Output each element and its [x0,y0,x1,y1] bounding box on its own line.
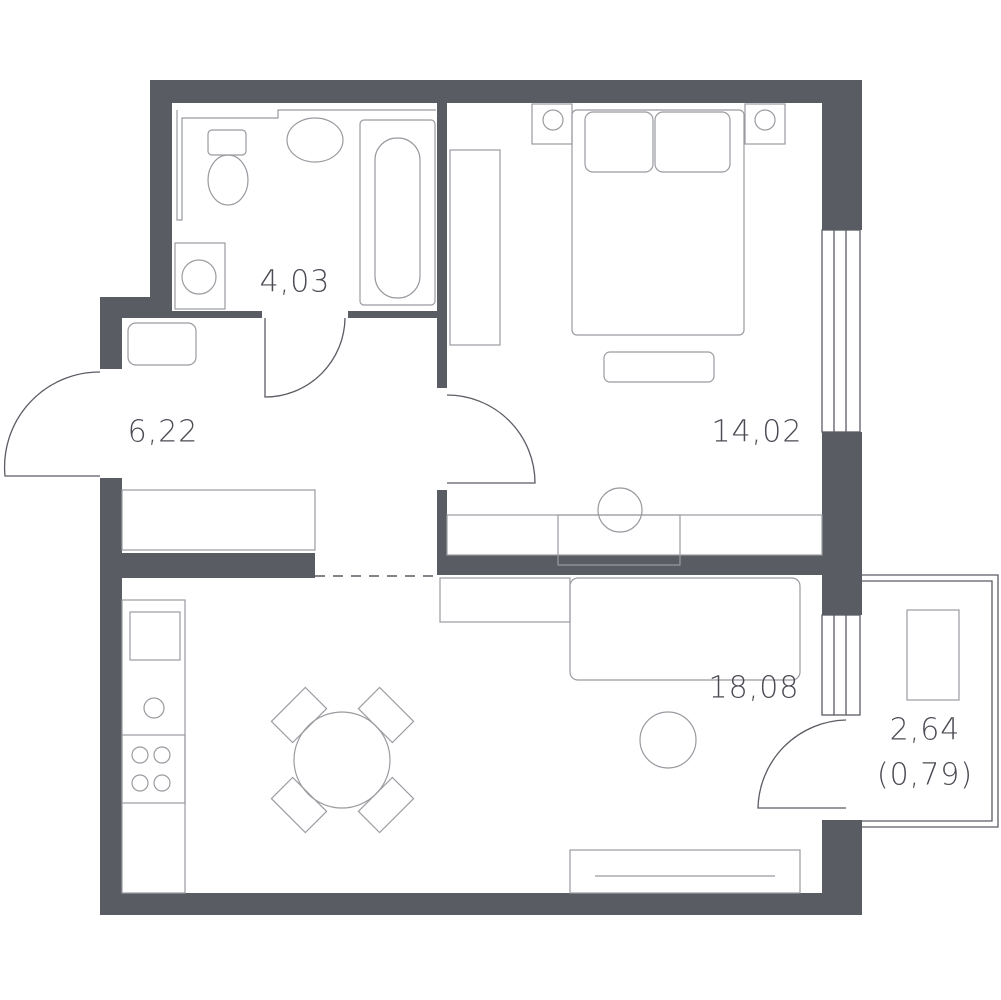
furniture [121,103,960,894]
area-hallway: 6,22 [127,414,199,450]
bathtub-icon [359,119,436,306]
doors [3,317,847,809]
windows [821,229,861,716]
tv-stand-icon [569,849,801,894]
sink-icon [286,117,344,163]
coffee-table-icon [639,711,697,769]
bench-icon [127,322,197,366]
area-balcony: 2,64 [889,712,961,748]
toilet-icon [207,129,247,156]
area-living-kitchen: 18,08 [708,670,800,706]
desk-icon [446,514,823,556]
sofa-icon [569,577,801,681]
area-balcony-reduced: (0,79) [876,757,974,793]
chair-balcony-icon [906,609,960,701]
shelf-icon [439,577,571,623]
chair-icon [597,487,643,533]
balcony [862,574,999,828]
kitchen-counter-icon [121,599,186,894]
wardrobe-icon [449,149,501,346]
washing-machine-icon [174,242,226,310]
hall-wardrobe-icon [121,489,316,551]
walls [100,80,862,915]
stove-icon [121,734,186,804]
kitchen-sink-icon [129,611,181,661]
area-bedroom: 14,02 [711,414,803,450]
bed-icon [571,109,745,336]
rug-icon [603,351,715,383]
dining-table-icon [293,711,391,809]
area-bathroom: 4,03 [259,264,331,300]
